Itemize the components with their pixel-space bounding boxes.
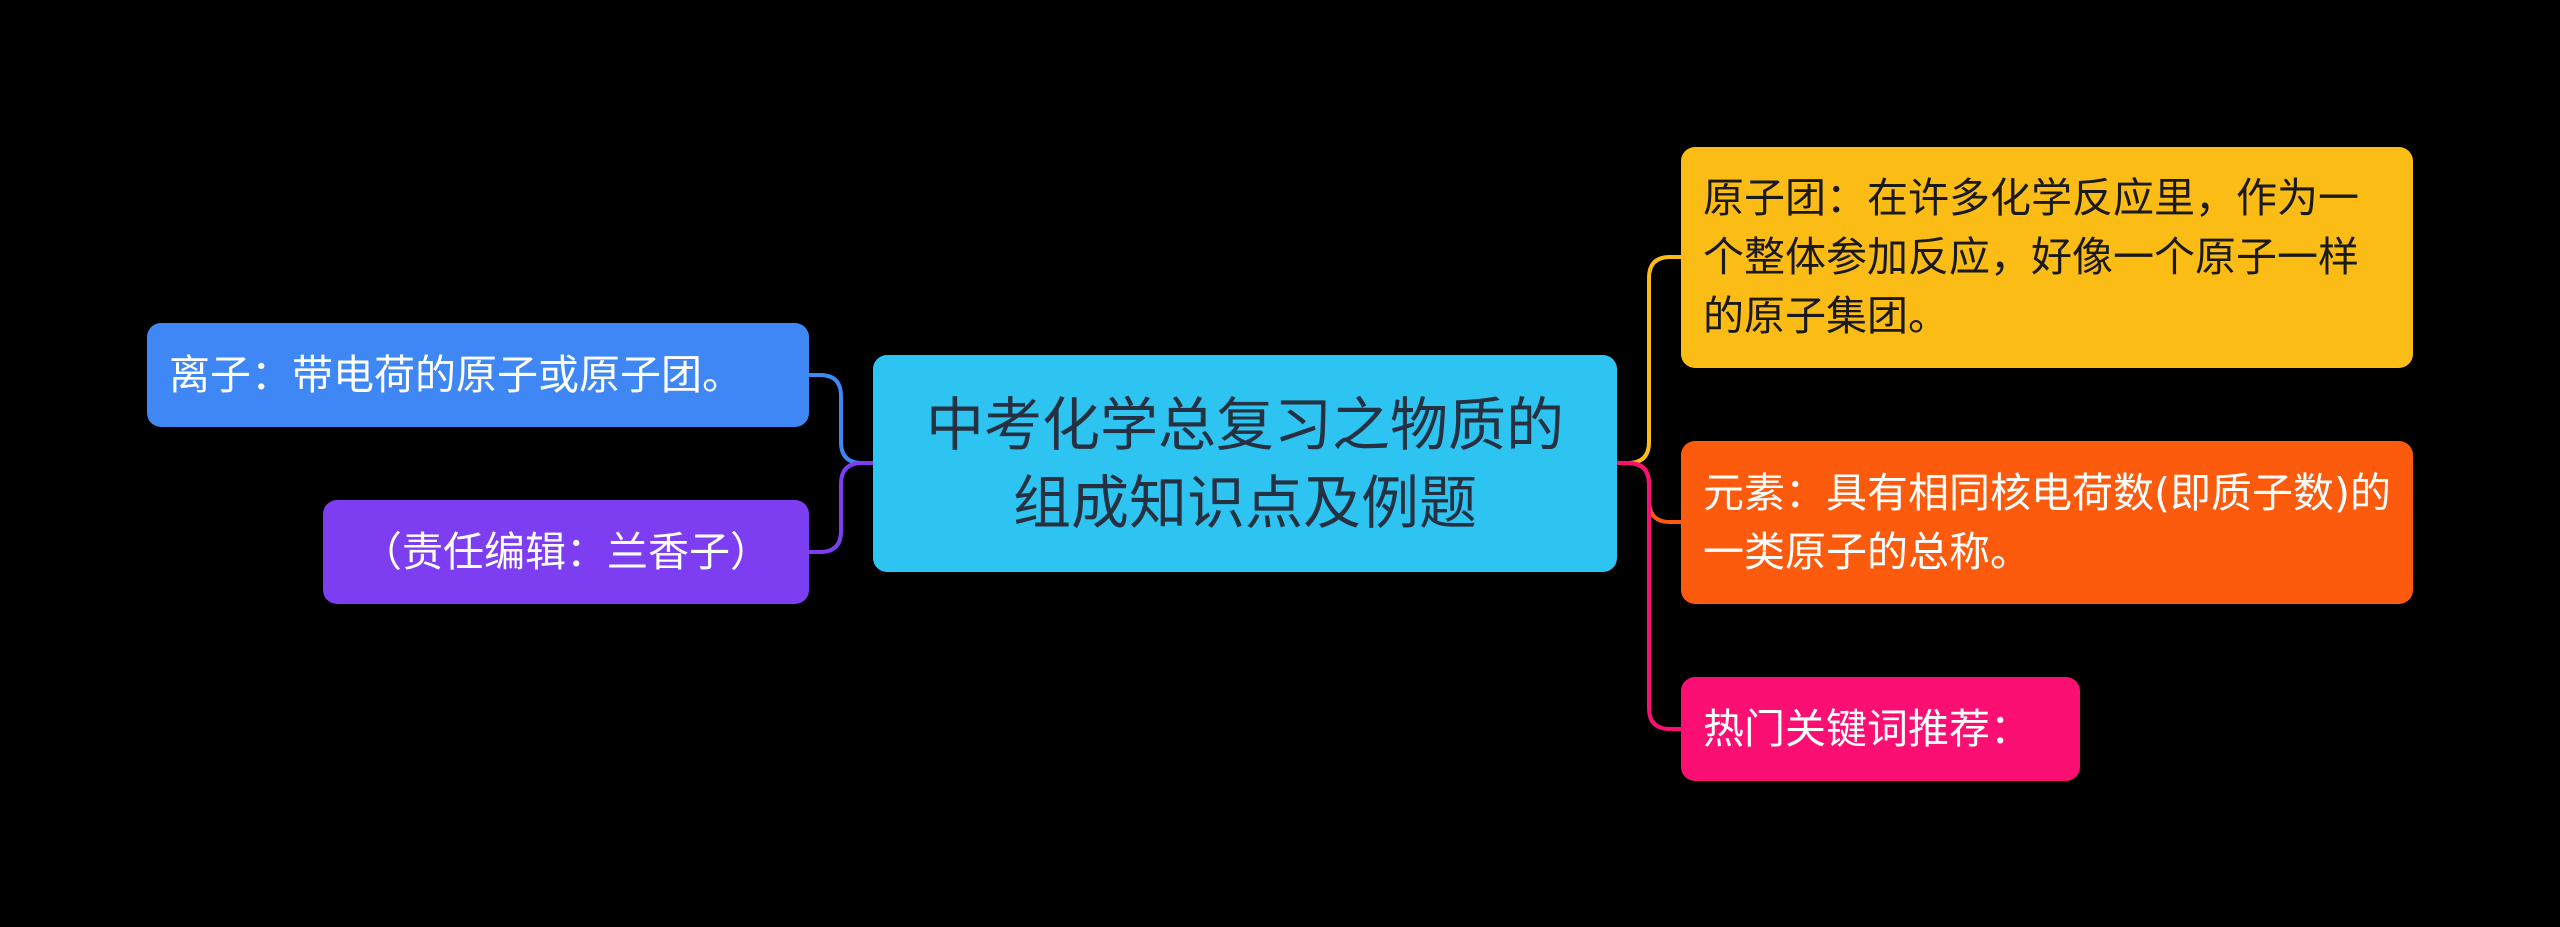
topic-ion[interactable]: 离子：带电荷的原子或原子团。	[147, 323, 809, 427]
topic-editor-text: （责任编辑：兰香子）	[361, 527, 771, 576]
topic-atomic-group-text: 原子团：在许多化学反应里，作为一个整体参加反应，好像一个原子一样的原子集团。	[1703, 174, 2359, 340]
topic-element-text: 元素：具有相同核电荷数(即质子数)的一类原子的总称。	[1703, 468, 2391, 576]
link-right-3	[1615, 461, 1683, 731]
link-left-2	[807, 461, 875, 554]
topic-hot-keywords[interactable]: 热门关键词推荐：	[1681, 677, 2080, 781]
topic-element[interactable]: 元素：具有相同核电荷数(即质子数)的一类原子的总称。	[1681, 441, 2413, 604]
topic-ion-text: 离子：带电荷的原子或原子团。	[169, 350, 743, 399]
topic-atomic-group[interactable]: 原子团：在许多化学反应里，作为一个整体参加反应，好像一个原子一样的原子集团。	[1681, 147, 2413, 368]
link-right-1	[1615, 255, 1683, 465]
link-left-1	[807, 373, 875, 465]
topic-editor[interactable]: （责任编辑：兰香子）	[323, 500, 809, 604]
central-topic-text: 中考化学总复习之物质的组成知识点及例题	[925, 390, 1564, 537]
central-topic[interactable]: 中考化学总复习之物质的组成知识点及例题	[873, 355, 1617, 572]
topic-hot-keywords-text: 热门关键词推荐：	[1703, 704, 2031, 753]
